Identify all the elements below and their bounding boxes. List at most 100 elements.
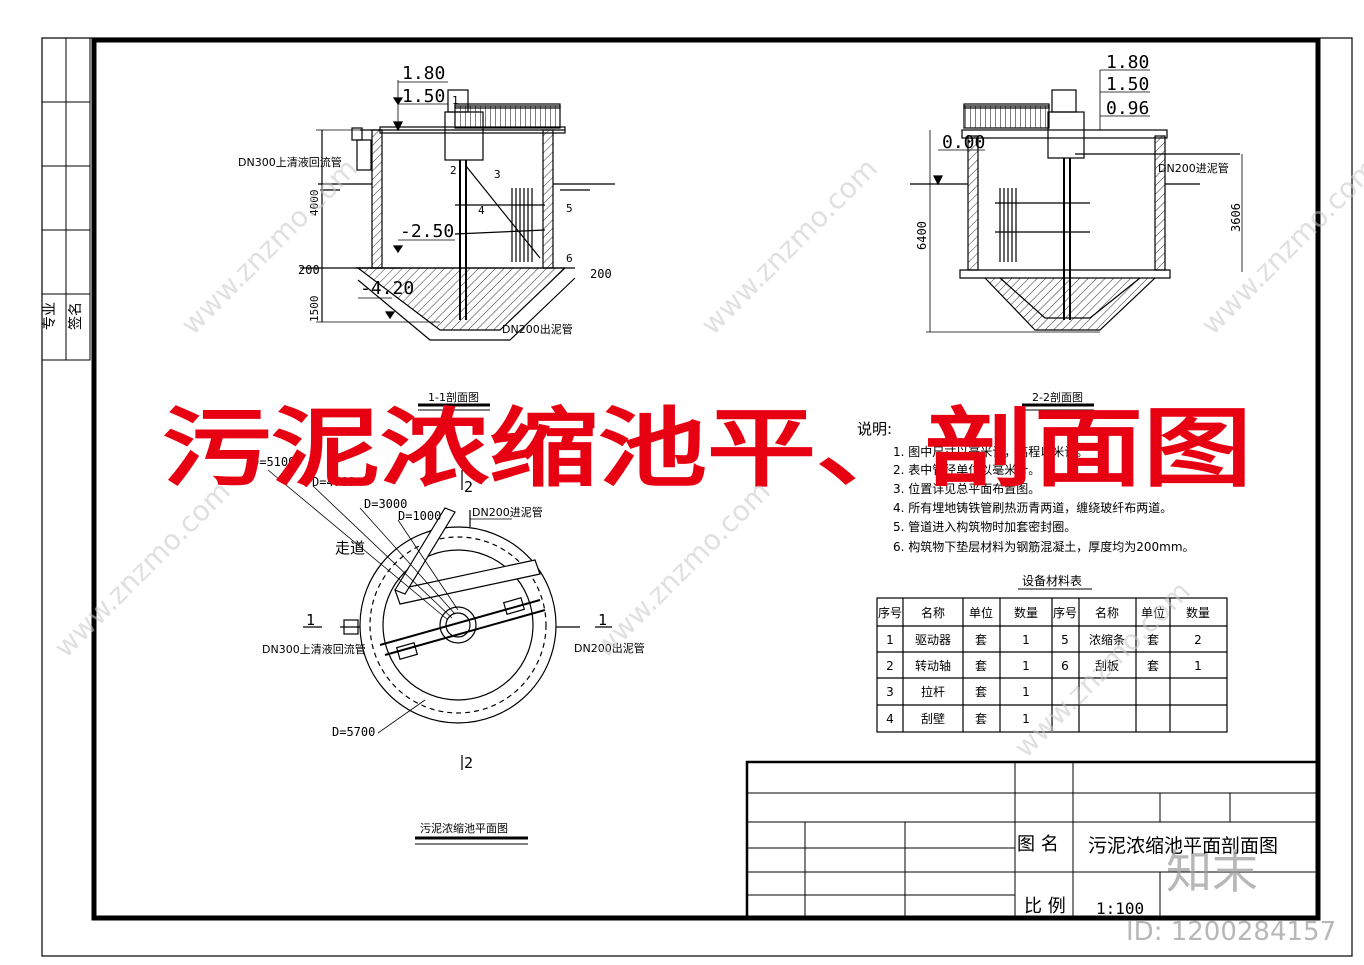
title-block-scale-label: 比 例 — [1024, 896, 1066, 917]
watermark-site-6: www.znzmo.com — [1007, 575, 1196, 764]
notes-block: 说明: 1. 图中尺寸以毫米计，高程以米计。 2. 表中管径单位以毫米计。 3.… — [857, 420, 1195, 554]
s11-part-3: 3 — [494, 168, 501, 181]
s22-elev-0-96: 0.96 — [1106, 98, 1149, 119]
s11-part-5: 5 — [566, 202, 573, 215]
section-1-1 — [300, 80, 615, 341]
s11-outlet-pipe: DN200出泥管 — [502, 322, 573, 336]
s11-elev-minus-4-20: -4.20 — [360, 278, 414, 299]
plan-d5700: D=5700 — [332, 725, 375, 739]
s11-dim-1500: 1500 — [308, 296, 321, 323]
table-cell: 转动轴 — [915, 658, 951, 673]
s22-elev-0-00: 0.00 — [942, 132, 985, 153]
note-6: 6. 构筑物下垫层材料为钢筋混凝土，厚度均为200mm。 — [893, 539, 1195, 554]
plan-section-mark-1-left: 1 — [306, 611, 315, 629]
s11-part-6: 6 — [566, 252, 573, 265]
table-cell: 2 — [1194, 633, 1202, 647]
table-cell: 6 — [1061, 659, 1069, 673]
table-cell: 套 — [1147, 633, 1159, 647]
table-cell: 2 — [886, 659, 894, 673]
table-cell: 4 — [886, 712, 894, 726]
s22-dim-6400: 6400 — [915, 221, 929, 250]
table-cell: 拉杆 — [921, 684, 945, 699]
watermark-site-1: www.znzmo.com — [175, 152, 364, 341]
plan-d1000: D=1000 — [398, 509, 441, 523]
table-header-cell: 单位 — [969, 605, 993, 620]
plan-walkway: 走道 — [335, 539, 365, 557]
s22-inlet-pipe: DN200进泥管 — [1158, 161, 1229, 175]
table-cell: 1 — [886, 633, 894, 647]
table-header-cell: 单位 — [1141, 605, 1165, 620]
table-cell: 驱动器 — [915, 633, 951, 647]
table-cell: 5 — [1061, 633, 1069, 647]
s11-part-2: 2 — [450, 164, 457, 177]
margin-signature-block: 专业 签名 — [41, 37, 91, 361]
plan-section-mark-2-bottom: 2 — [464, 754, 473, 772]
title-block-name-value: 污泥浓缩池平面剖面图 — [1088, 835, 1278, 857]
s11-return-pipe: DN300上清液回流管 — [238, 155, 342, 169]
table-cell: 1 — [1022, 712, 1030, 726]
section-2-2 — [910, 69, 1243, 333]
watermark-id: ID: 1200284157 — [1126, 917, 1336, 947]
plan-d3000: D=3000 — [364, 497, 407, 511]
plan-section-mark-1-right: 1 — [598, 611, 607, 629]
equipment-table-title: 设备材料表 — [1022, 574, 1082, 588]
s22-elev-1-80: 1.80 — [1106, 52, 1149, 73]
watermark-site-2: www.znzmo.com — [695, 152, 884, 341]
s11-title: 1-1剖面图 — [428, 390, 479, 404]
s11-elev-minus-2-50: -2.50 — [400, 221, 454, 242]
title-block-scale-value: 1:100 — [1096, 899, 1144, 918]
table-cell: 刮壁 — [921, 711, 945, 726]
table-cell: 1 — [1194, 659, 1202, 673]
plan-section-mark-2-top: 2 — [464, 478, 473, 496]
s11-dim-4000: 4000 — [308, 190, 321, 217]
plan-return-pipe: DN300上清液回流管 — [262, 642, 366, 656]
table-cell: 套 — [975, 633, 987, 647]
watermark-brand: 知末 — [1166, 845, 1258, 899]
table-cell: 套 — [1147, 659, 1159, 673]
table-header-cell: 名称 — [921, 605, 945, 620]
watermark-site-4: www.znzmo.com — [47, 475, 236, 664]
section-2-2-labels: 1.80 1.50 0.96 0.00 DN200进泥管 6400 3606 2… — [915, 52, 1243, 411]
table-header-cell: 名称 — [1095, 605, 1119, 620]
table-cell: 套 — [975, 685, 987, 699]
margin-label-sign: 签名 — [67, 302, 84, 330]
note-3: 3. 位置详见总平面布置图。 — [893, 481, 1040, 496]
plan-outlet: DN200出泥管 — [574, 641, 645, 655]
plan-inlet: DN200进泥管 — [472, 505, 543, 519]
table-cell: 3 — [886, 685, 894, 699]
table-cell: 套 — [975, 712, 987, 726]
plan-view — [267, 469, 612, 770]
table-cell: 浓缩条 — [1089, 632, 1125, 647]
note-1: 1. 图中尺寸以毫米计，高程以米计。 — [893, 444, 1088, 459]
s11-elev-1-50: 1.50 — [402, 86, 445, 107]
table-cell: 1 — [1022, 685, 1030, 699]
table-header-cell: 数量 — [1014, 605, 1038, 620]
watermark-site-3: www.znzmo.com — [1195, 152, 1364, 341]
table-cell: 1 — [1022, 633, 1030, 647]
notes-heading: 说明: — [857, 420, 892, 438]
s11-dim-200-right: 200 — [590, 267, 612, 281]
note-4: 4. 所有埋地铸铁管刷热沥青两道，缠绕玻纤布两道。 — [893, 500, 1172, 515]
table-cell: 1 — [1022, 659, 1030, 673]
table-header-cell: 序号 — [1053, 605, 1077, 620]
note-2: 2. 表中管径单位以毫米计。 — [893, 462, 1040, 477]
s11-part-4: 4 — [478, 204, 485, 217]
s22-title: 2-2剖面图 — [1032, 390, 1083, 404]
title-block-name-label: 图 名 — [1017, 834, 1059, 855]
note-5: 5. 管道进入构筑物时加套密封圈。 — [893, 519, 1076, 534]
table-header-cell: 数量 — [1186, 605, 1210, 620]
s11-part-1: 1 — [452, 94, 459, 107]
s22-elev-1-50: 1.50 — [1106, 74, 1149, 95]
s11-elev-1-80: 1.80 — [402, 63, 445, 84]
table-cell: 套 — [975, 659, 987, 673]
section-1-1-labels: 1.80 1.50 DN300上清液回流管 4000 -2.50 200 200… — [238, 63, 612, 411]
overlay-title: 污泥浓缩池平、剖面图 — [162, 398, 1252, 499]
plan-d4700: D=4700 — [312, 475, 355, 489]
plan-title: 污泥浓缩池平面图 — [420, 822, 508, 835]
s11-dim-200-left: 200 — [298, 263, 320, 277]
margin-label-discipline: 专业 — [42, 302, 58, 330]
table-cell: 刮板 — [1095, 659, 1119, 673]
s22-dim-3606: 3606 — [1229, 203, 1243, 232]
table-header-cell: 序号 — [878, 605, 902, 620]
